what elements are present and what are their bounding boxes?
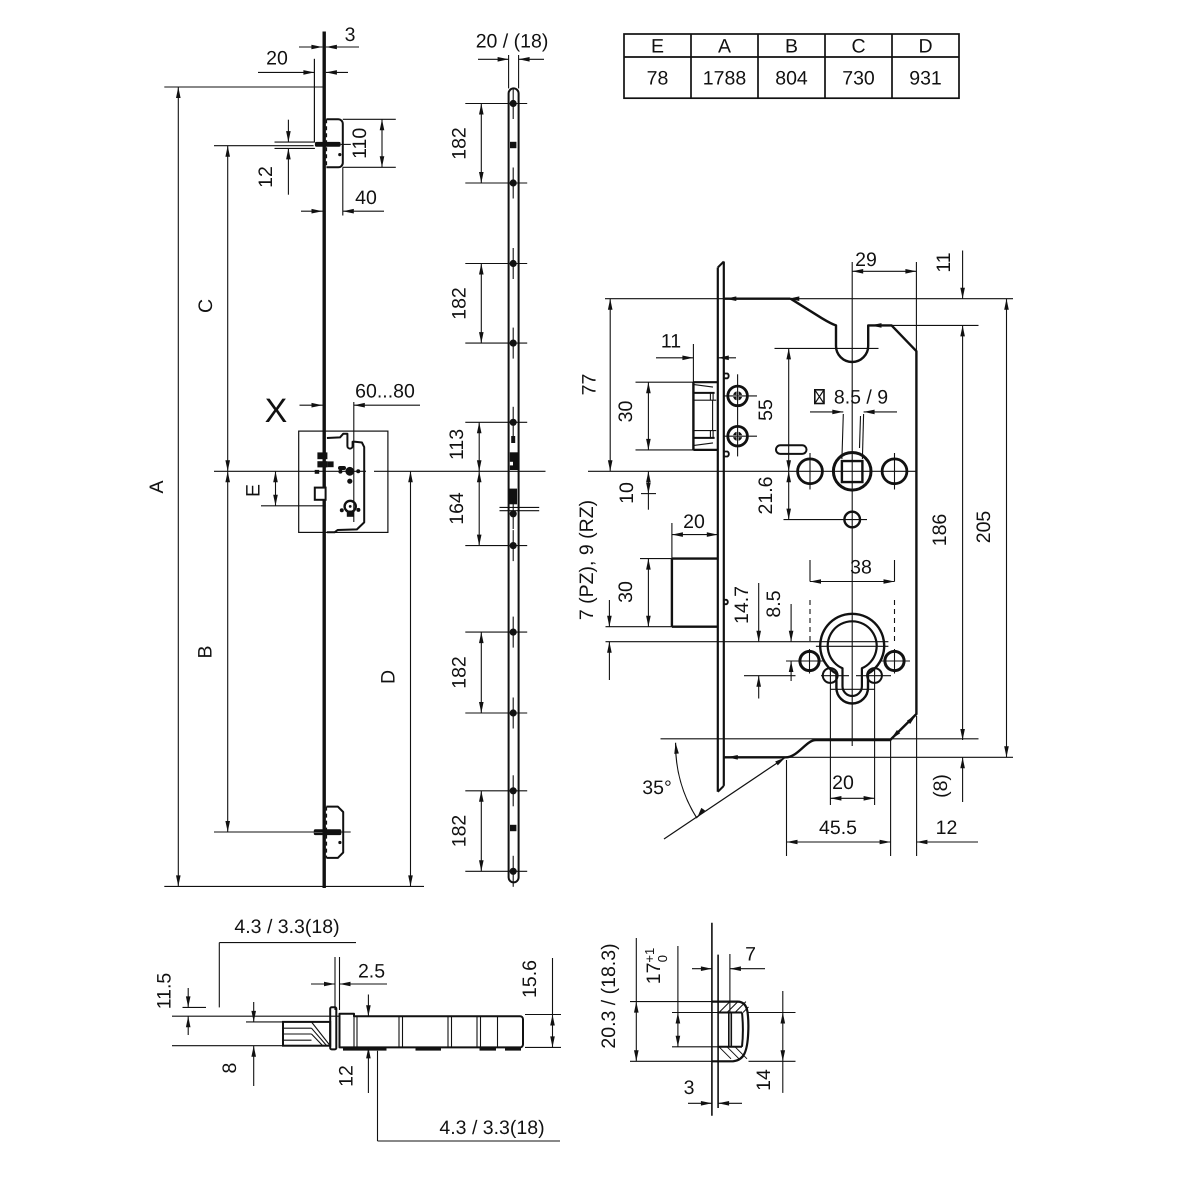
svg-text:(8): (8) [930, 774, 952, 798]
svg-text:35°: 35° [642, 777, 672, 799]
svg-text:E: E [651, 36, 664, 58]
svg-text:164: 164 [446, 492, 468, 525]
svg-text:B: B [785, 36, 798, 58]
svg-text:55: 55 [755, 399, 777, 421]
svg-text:8.5: 8.5 [763, 590, 785, 617]
svg-text:15.6: 15.6 [519, 960, 541, 998]
svg-text:20: 20 [266, 48, 288, 70]
svg-text:C: C [195, 299, 217, 313]
svg-text:3: 3 [684, 1077, 695, 1099]
svg-text:11: 11 [933, 252, 955, 272]
svg-text:38: 38 [850, 557, 872, 579]
svg-text:A: A [146, 480, 168, 493]
svg-text:12: 12 [255, 166, 277, 188]
svg-text:8: 8 [219, 1063, 241, 1074]
svg-text:12: 12 [336, 1065, 358, 1087]
svg-text:11.5: 11.5 [154, 973, 176, 1010]
svg-text:X: X [265, 392, 288, 430]
svg-text:29: 29 [855, 249, 877, 271]
svg-text:931: 931 [909, 68, 942, 90]
svg-text:30: 30 [615, 581, 637, 603]
svg-text:60...80: 60...80 [355, 381, 415, 403]
svg-text:7 (PZ), 9 (RZ): 7 (PZ), 9 (RZ) [576, 500, 598, 620]
svg-text:110: 110 [349, 128, 371, 159]
svg-text:113: 113 [446, 429, 468, 460]
svg-text:4.3 / 3.3(18): 4.3 / 3.3(18) [234, 916, 339, 938]
svg-text:8.5 / 9: 8.5 / 9 [834, 387, 888, 409]
svg-text:C: C [851, 36, 865, 58]
svg-text:1788: 1788 [703, 68, 746, 90]
svg-text:182: 182 [449, 656, 471, 689]
svg-text:3: 3 [345, 24, 356, 46]
svg-text:14.7: 14.7 [731, 586, 753, 624]
svg-text:2.5: 2.5 [358, 961, 385, 983]
svg-text:40: 40 [355, 187, 377, 209]
svg-text:7: 7 [745, 944, 756, 966]
svg-text:11: 11 [661, 331, 681, 353]
svg-text:A: A [718, 36, 731, 58]
svg-text:B: B [195, 645, 217, 658]
svg-text:78: 78 [647, 68, 669, 90]
svg-text:20: 20 [683, 511, 705, 533]
svg-text:45.5: 45.5 [819, 817, 857, 839]
svg-text:205: 205 [973, 511, 995, 544]
svg-text:E: E [243, 484, 265, 497]
svg-text:21.6: 21.6 [755, 477, 777, 515]
svg-text:30: 30 [615, 401, 637, 423]
svg-text:10: 10 [616, 482, 638, 504]
svg-text:186: 186 [929, 514, 951, 547]
svg-text:14: 14 [753, 1069, 775, 1091]
svg-text:20: 20 [832, 772, 854, 794]
svg-text:804: 804 [775, 68, 808, 90]
svg-text:12: 12 [936, 817, 958, 839]
svg-text:20 / (18): 20 / (18) [476, 31, 549, 53]
svg-text:20.3 / (18.3): 20.3 / (18.3) [598, 943, 620, 1048]
svg-text:730: 730 [842, 68, 875, 90]
svg-text:182: 182 [449, 815, 471, 848]
svg-text:D: D [378, 670, 400, 684]
svg-text:D: D [918, 36, 932, 58]
svg-text:4.3 / 3.3(18): 4.3 / 3.3(18) [439, 1117, 544, 1139]
svg-text:182: 182 [449, 127, 471, 160]
svg-text:182: 182 [449, 287, 471, 320]
svg-text:77: 77 [579, 374, 601, 396]
